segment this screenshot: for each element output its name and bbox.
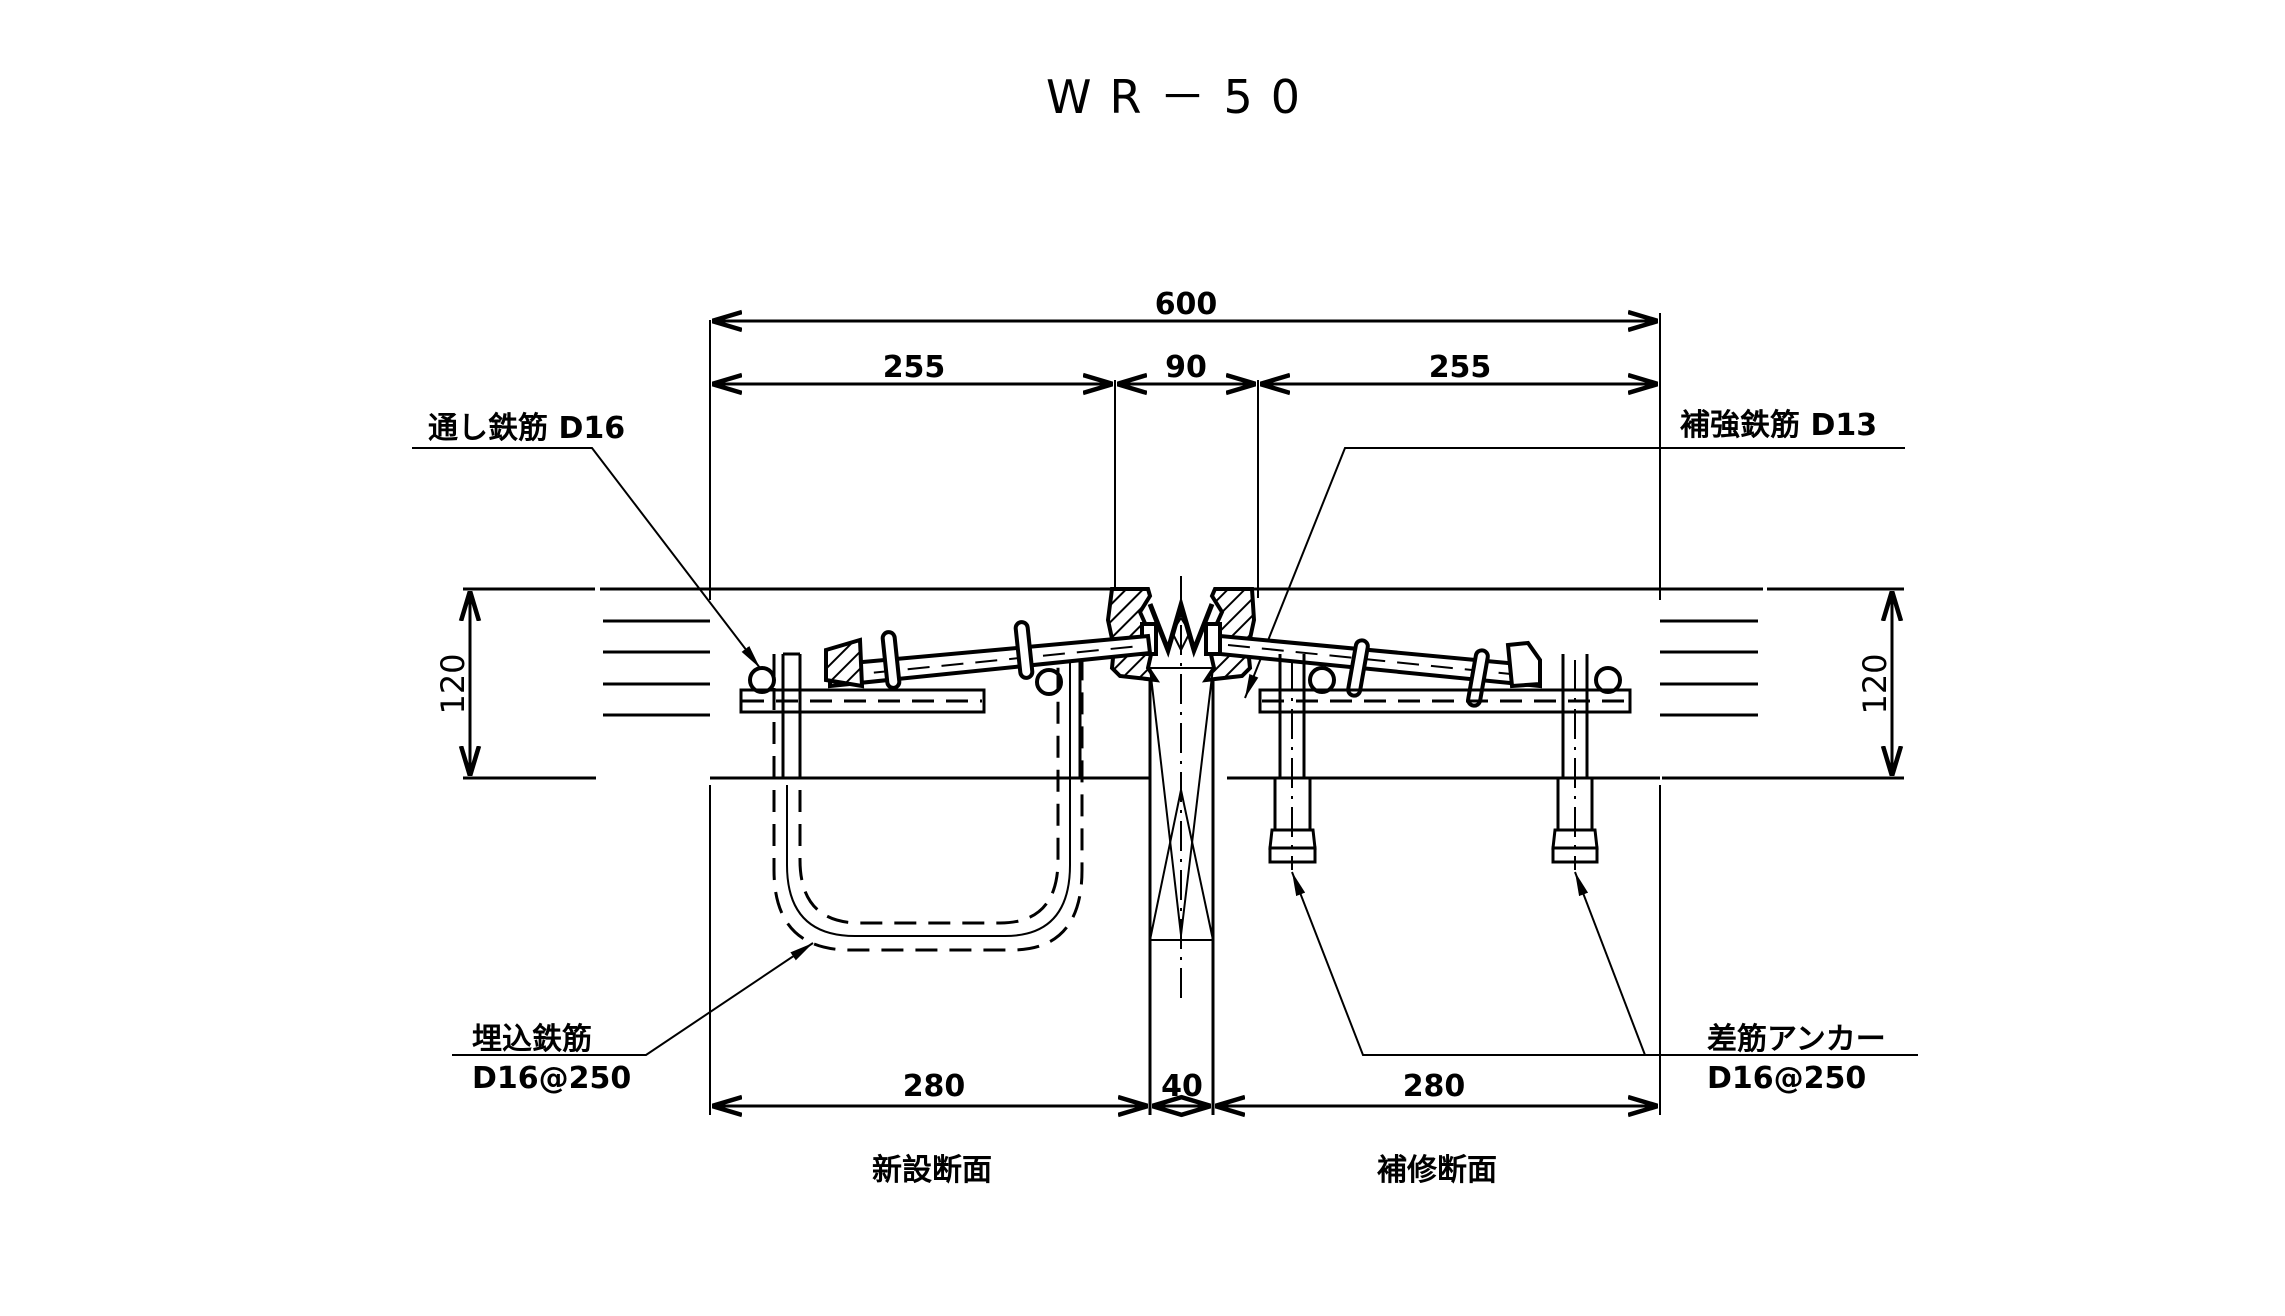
dimension-right-255: 255 <box>1260 350 1658 385</box>
through-rebar-right <box>1035 668 1063 696</box>
through-rebar-left <box>748 666 776 694</box>
dimension-right-120: 120 <box>1856 591 1894 776</box>
anchor-rebar-text: 差筋アンカー <box>1707 1022 1886 1057</box>
dim-255-left-label: 255 <box>883 350 946 385</box>
left-anchor-bolt <box>824 620 1153 690</box>
dim-255-right-label: 255 <box>1429 350 1492 385</box>
dimension-bottom-280-right: 280 <box>1215 1069 1658 1106</box>
dimension-center-90: 90 <box>1117 350 1259 598</box>
anchor-post-1 <box>1268 654 1317 870</box>
label-reinforcing-rebar: 補強鉄筋 D13 <box>1244 408 1905 699</box>
slab-outline <box>463 587 1904 1115</box>
dimension-overall-600: 600 <box>709 287 1661 600</box>
through-rebar-text: 通し鉄筋 D16 <box>428 411 625 446</box>
gap-filler <box>1148 667 1215 936</box>
dim-600-label: 600 <box>1155 287 1218 322</box>
repair-section-title: 補修断面 <box>1376 1153 1497 1188</box>
w-seal <box>1147 595 1215 658</box>
embedded-u-rebar <box>772 654 1084 952</box>
anchor-post-2 <box>1551 654 1599 870</box>
dimension-left-120: 120 <box>434 591 472 776</box>
dim-280-right-label: 280 <box>1403 1069 1466 1104</box>
reinforcing-rebar-text: 補強鉄筋 D13 <box>1679 408 1877 443</box>
drawing-title: WR－50 <box>1046 70 1318 124</box>
right-anchor-bolt <box>1218 633 1542 708</box>
reinforcing-rebar-bar-2 <box>1594 666 1622 694</box>
dim-40-label: 40 <box>1161 1069 1203 1104</box>
label-through-rebar: 通し鉄筋 D16 <box>412 411 761 669</box>
label-anchor-rebar: 差筋アンカー D16@250 <box>1291 871 1918 1096</box>
anchor-rebar-spec: D16@250 <box>1707 1061 1866 1096</box>
dim-280-left-label: 280 <box>903 1069 966 1104</box>
dim-120-right-label: 120 <box>1856 653 1894 714</box>
left-plate <box>739 688 986 714</box>
dimension-bottom-40: 40 <box>1152 1069 1211 1106</box>
right-nut <box>1204 622 1222 656</box>
embedded-rebar-text: 埋込鉄筋 <box>472 1022 592 1057</box>
dim-90-label: 90 <box>1165 350 1207 385</box>
new-section-title: 新設断面 <box>872 1153 992 1188</box>
dimension-left-255: 255 <box>712 350 1116 598</box>
right-plate <box>1258 688 1632 714</box>
dim-120-left-label: 120 <box>434 653 472 714</box>
label-embedded-rebar: 埋込鉄筋 D16@250 <box>452 942 814 1096</box>
embedded-rebar-spec: D16@250 <box>472 1061 631 1096</box>
reinforcing-rebar-bar-1 <box>1308 666 1336 694</box>
dimension-bottom-280-left: 280 <box>712 1069 1148 1106</box>
